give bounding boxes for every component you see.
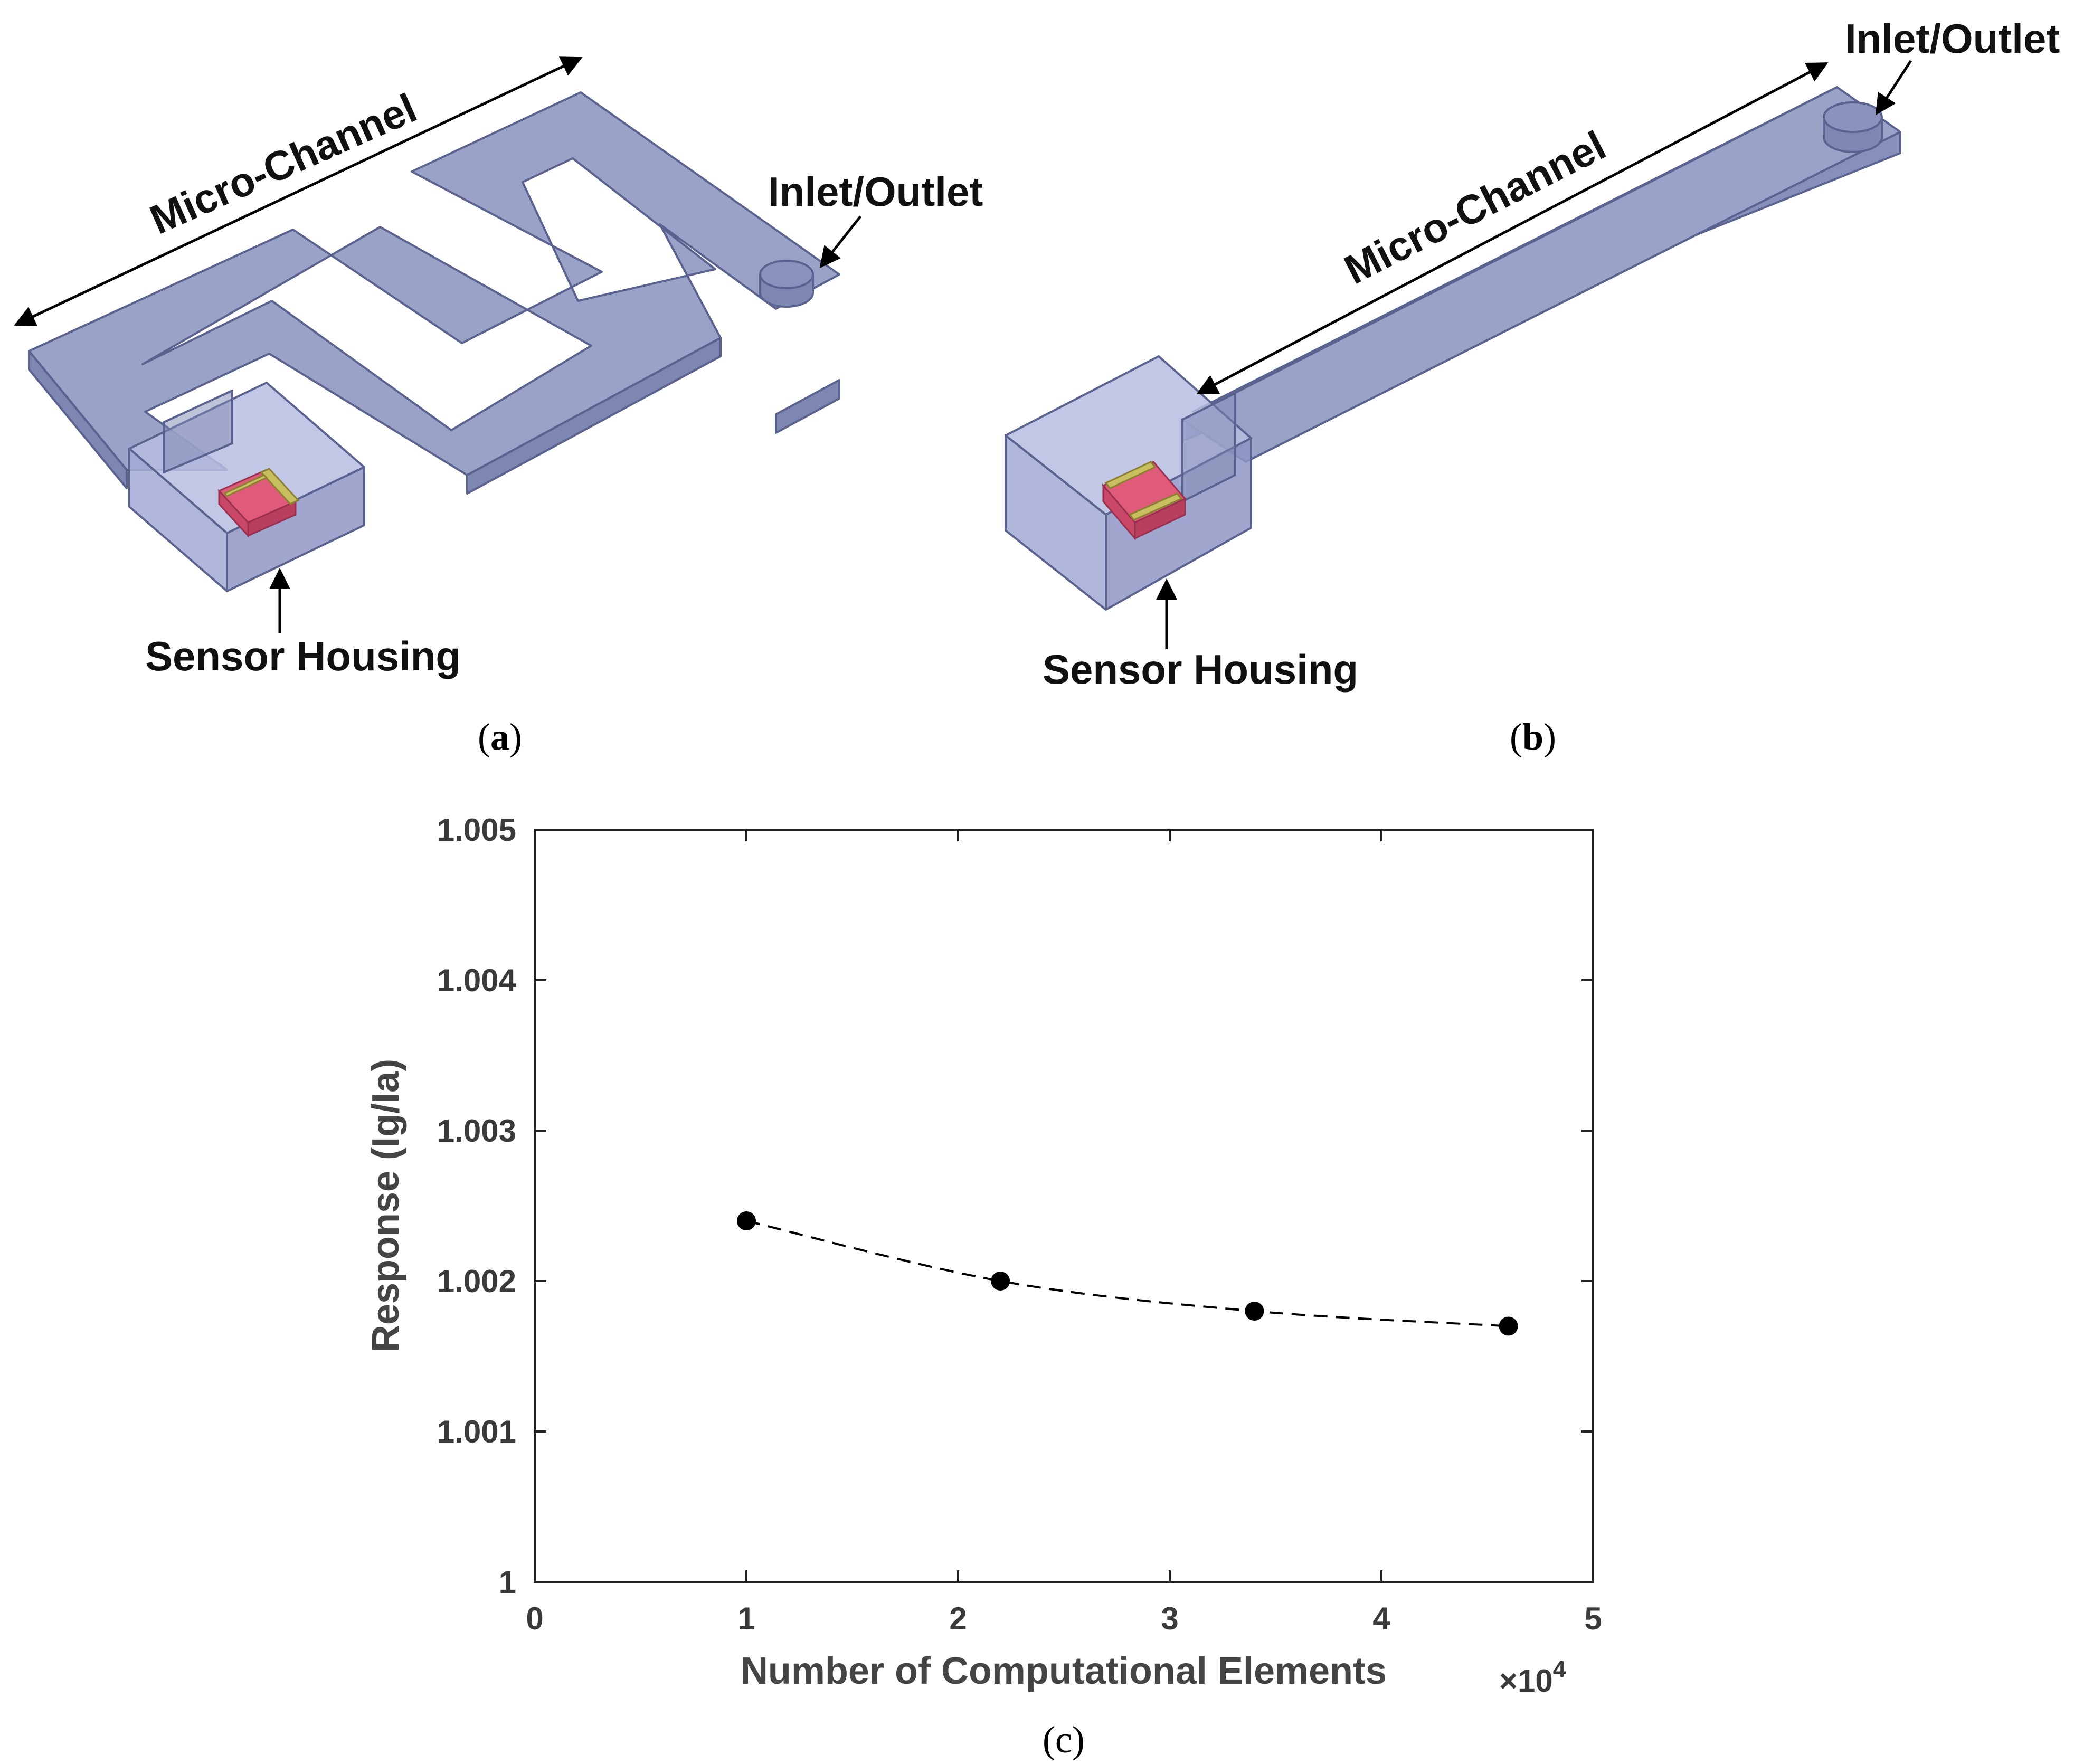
x-tick-label: 3 <box>1161 1601 1178 1636</box>
x-tick-label: 4 <box>1372 1601 1390 1636</box>
data-point <box>1245 1302 1264 1321</box>
caption-c: (c) <box>1043 1719 1085 1761</box>
y-tick-label: 1.003 <box>437 1113 516 1149</box>
x-tick-label: 5 <box>1584 1601 1602 1636</box>
series-line <box>746 1220 1509 1327</box>
series-markers <box>737 1211 1518 1336</box>
y-tick-label: 1 <box>499 1564 516 1600</box>
sensor-chip-a <box>217 468 300 538</box>
y-tick-label: 1.005 <box>437 812 516 848</box>
channel-length-arrow-a <box>14 56 583 326</box>
y-axis-label: Response (Ig/Ia) <box>365 1059 407 1352</box>
inlet-port-a <box>759 260 814 308</box>
data-point <box>737 1211 756 1230</box>
sensor-chip-b <box>1102 461 1187 541</box>
sensor-label-b: Sensor Housing <box>1043 646 1358 693</box>
data-point <box>991 1272 1010 1291</box>
x-tick-label: 1 <box>737 1601 755 1636</box>
inlet-arrow-a <box>819 215 861 269</box>
inlet-label-b: Inlet/Outlet <box>1845 15 2060 62</box>
sensor-label-a: Sensor Housing <box>145 633 461 679</box>
x-axis-label: Number of Computational Elements <box>741 1650 1387 1692</box>
inlet-label-a: Inlet/Outlet <box>768 168 983 215</box>
straight-micro-channel <box>1181 86 1901 463</box>
panel-a: Micro-Channel Inlet/Outlet Sensor Housin… <box>14 56 983 758</box>
panel-b: Micro-Channel Inlet/Outlet Sensor Housin… <box>1005 15 2060 758</box>
caption-b: (b) <box>1510 716 1556 758</box>
plot-area <box>534 829 1594 1583</box>
inlet-port-b <box>1823 101 1883 153</box>
sensor-housing-a <box>128 382 365 592</box>
axis-ticks <box>534 829 1594 1583</box>
channel-length-arrow-b <box>1196 62 1829 395</box>
x-multiplier: ×104 <box>1499 1656 1566 1699</box>
sensor-housing-b <box>1005 355 1252 611</box>
inlet-arrow-b <box>1875 60 1912 116</box>
caption-a: (a) <box>478 716 522 758</box>
y-tick-label: 1.001 <box>437 1414 516 1449</box>
data-point <box>1499 1316 1518 1336</box>
serpentine-micro-channel <box>28 91 840 495</box>
x-tick-label: 0 <box>526 1601 543 1636</box>
y-tick-label: 1.002 <box>437 1264 516 1299</box>
channel-label-a: Micro-Channel <box>143 84 423 243</box>
y-tick-label: 1.004 <box>437 963 517 998</box>
x-tick-label: 2 <box>949 1601 967 1636</box>
